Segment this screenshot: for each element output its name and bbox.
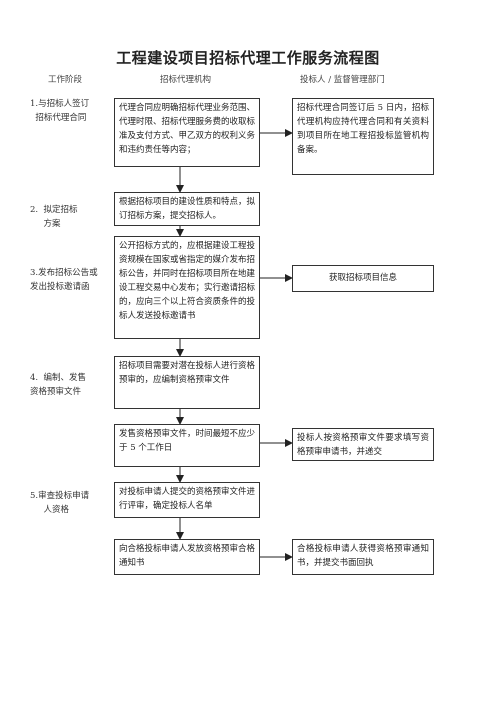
stage-5-label: 5.审查投标申请 人资格 bbox=[30, 491, 90, 515]
column-header-agency: 招标代理机构 bbox=[160, 75, 212, 85]
agency-box-review: 对投标申请人提交的资格预审文件进行评审，确定投标人名单 bbox=[114, 482, 260, 518]
stage-4-label: 4. 编制、发售 资格预审文件 bbox=[30, 373, 87, 397]
agency-box-prequal-docs: 招标项目需要对潜在投标人进行资格预审的，应编制资格预审文件 bbox=[114, 356, 260, 409]
owner-box-receipt: 合格投标申请人获得资格预审通知书，并提交书面回执 bbox=[292, 539, 434, 575]
stage-1-label: 1.与招标人签订 招标代理合同 bbox=[30, 99, 90, 123]
page-title: 工程建设项目招标代理工作服务流程图 bbox=[116, 49, 380, 67]
agency-box-announcement: 公开招标方式的，应根据建设工程投资规模在国家或省指定的媒介发布招标公告，并同时在… bbox=[114, 236, 260, 339]
agency-box-contract: 代理合同应明确招标代理业务范围、代理时限、招标代理服务费的收取标准及支付方式、甲… bbox=[114, 98, 260, 167]
owner-box-info: 获取招标项目信息 bbox=[292, 265, 434, 292]
column-header-owner: 投标人 / 监督管理部门 bbox=[300, 75, 385, 85]
agency-box-notice: 向合格投标申请人发放资格预审合格通知书 bbox=[114, 539, 260, 575]
agency-box-plan: 根据招标项目的建设性质和特点，拟订招标方案，提交招标人。 bbox=[114, 192, 260, 226]
column-header-stage: 工作阶段 bbox=[48, 75, 83, 85]
stage-3-label: 3.发布招标公告或 发出投标邀请函 bbox=[30, 268, 98, 292]
owner-box-filing: 招标代理合同签订后 5 日内，招标代理机构应持代理合同和有关资料到项目所在地工程… bbox=[292, 98, 434, 175]
stage-2-label: 2. 拟定招标 方案 bbox=[30, 205, 78, 229]
owner-box-application: 投标人按资格预审文件要求填写资格预审申请书，并递交 bbox=[292, 428, 434, 461]
agency-box-sale: 发售资格预审文件，时间最短不应少于 5 个工作日 bbox=[114, 424, 260, 467]
